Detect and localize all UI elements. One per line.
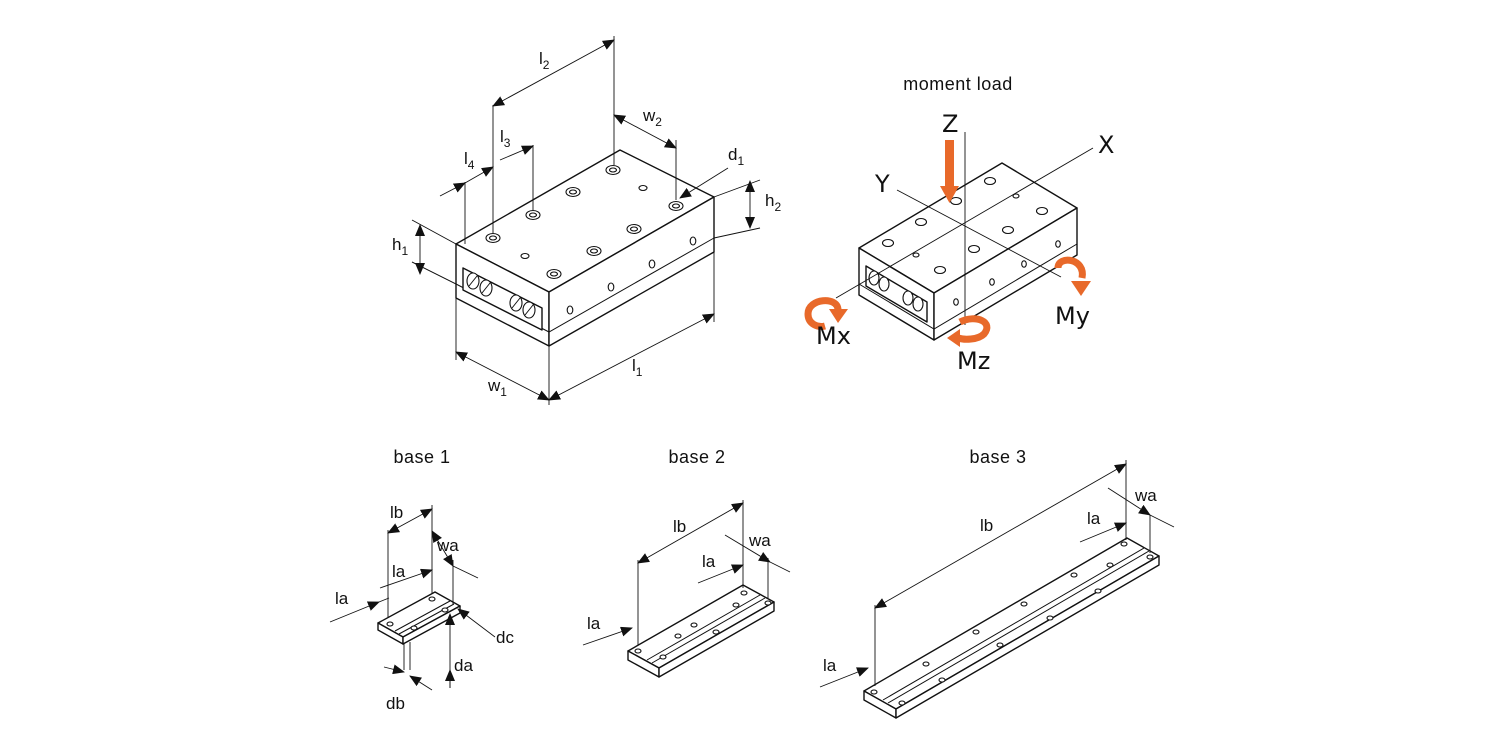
axis-y-label: Y xyxy=(874,170,890,198)
mounting-holes xyxy=(485,164,697,315)
title-base-2: base 2 xyxy=(668,447,725,467)
base3-label-la-left: la xyxy=(823,656,837,675)
moment-load-diagram: moment load xyxy=(804,74,1114,375)
base1-label-db: db xyxy=(386,694,405,713)
ml-side-face xyxy=(933,207,1078,341)
ml-holes xyxy=(881,176,1061,306)
base1-label-da: da xyxy=(454,656,473,675)
base-3-diagram: base 3 lb xyxy=(819,447,1175,719)
axis-x-label: X xyxy=(1098,131,1114,159)
title-moment-load: moment load xyxy=(903,74,1013,94)
base1-label-wa: wa xyxy=(436,536,459,555)
dim-w2-line xyxy=(613,114,677,149)
base3-label-wa: wa xyxy=(1134,486,1157,505)
dim-l4-line xyxy=(439,182,466,197)
base2-label-la-left: la xyxy=(587,614,601,633)
dimension-lines xyxy=(415,39,755,401)
ml-rollers xyxy=(868,270,924,312)
base2-dim-lines xyxy=(582,500,791,646)
z-force-arrow xyxy=(940,140,959,203)
label-w2: w2 xyxy=(642,106,662,129)
dim-d1-leader xyxy=(679,167,729,199)
base2-label-la-top: la xyxy=(702,552,716,571)
moment-mz-label: Mz xyxy=(957,347,990,375)
base3-top xyxy=(863,537,1160,710)
base1-label-la-left: la xyxy=(335,589,349,608)
label-w1: w1 xyxy=(487,376,507,399)
dim-l1-line xyxy=(548,313,715,401)
base1-dim-lines xyxy=(329,505,496,691)
mz-moment-arrow xyxy=(947,315,991,347)
base-1-diagram: base 1 lb xyxy=(329,447,514,713)
base3-label-la-top: la xyxy=(1087,509,1101,528)
label-d1: d1 xyxy=(728,145,744,168)
base2-label-lb: lb xyxy=(673,517,686,536)
base1-label-dc: dc xyxy=(496,628,514,647)
y-axis-line xyxy=(896,189,1062,278)
base3-label-lb: lb xyxy=(980,516,993,535)
base2-holes xyxy=(634,590,772,660)
base-2-diagram: base 2 lb wa la la xyxy=(582,447,791,678)
label-l1: l1 xyxy=(632,356,643,379)
moment-mx-label: Mx xyxy=(816,322,851,350)
linear-stage: l2 l3 l4 w2 d1 h2 h1 w1 l1 xyxy=(392,36,781,405)
base1-label-lb: lb xyxy=(390,503,403,522)
roller-bearings xyxy=(466,272,536,319)
dim-w1-line xyxy=(455,351,550,401)
base3-dim-lines xyxy=(819,460,1175,688)
dim-l3-line xyxy=(499,145,534,161)
label-h1: h1 xyxy=(392,235,408,258)
dim-l2-line xyxy=(492,39,615,107)
moment-my-label: My xyxy=(1055,302,1090,330)
title-base-3: base 3 xyxy=(969,447,1026,467)
my-moment-arrow xyxy=(1054,256,1091,296)
x-axis-line xyxy=(835,147,1094,299)
label-l3: l3 xyxy=(500,127,511,150)
base2-top xyxy=(627,584,775,669)
title-base-1: base 1 xyxy=(393,447,450,467)
axis-z-label: Z xyxy=(942,110,958,138)
base1-label-la-top: la xyxy=(392,562,406,581)
base2-label-wa: wa xyxy=(748,531,771,550)
label-h2: h2 xyxy=(765,191,781,214)
label-l4: l4 xyxy=(464,149,475,172)
base2-groove xyxy=(646,594,766,664)
label-l2: l2 xyxy=(539,49,550,72)
ml-split-line xyxy=(858,243,1078,330)
mx-moment-arrow xyxy=(804,297,848,330)
base1-holes xyxy=(386,596,449,631)
